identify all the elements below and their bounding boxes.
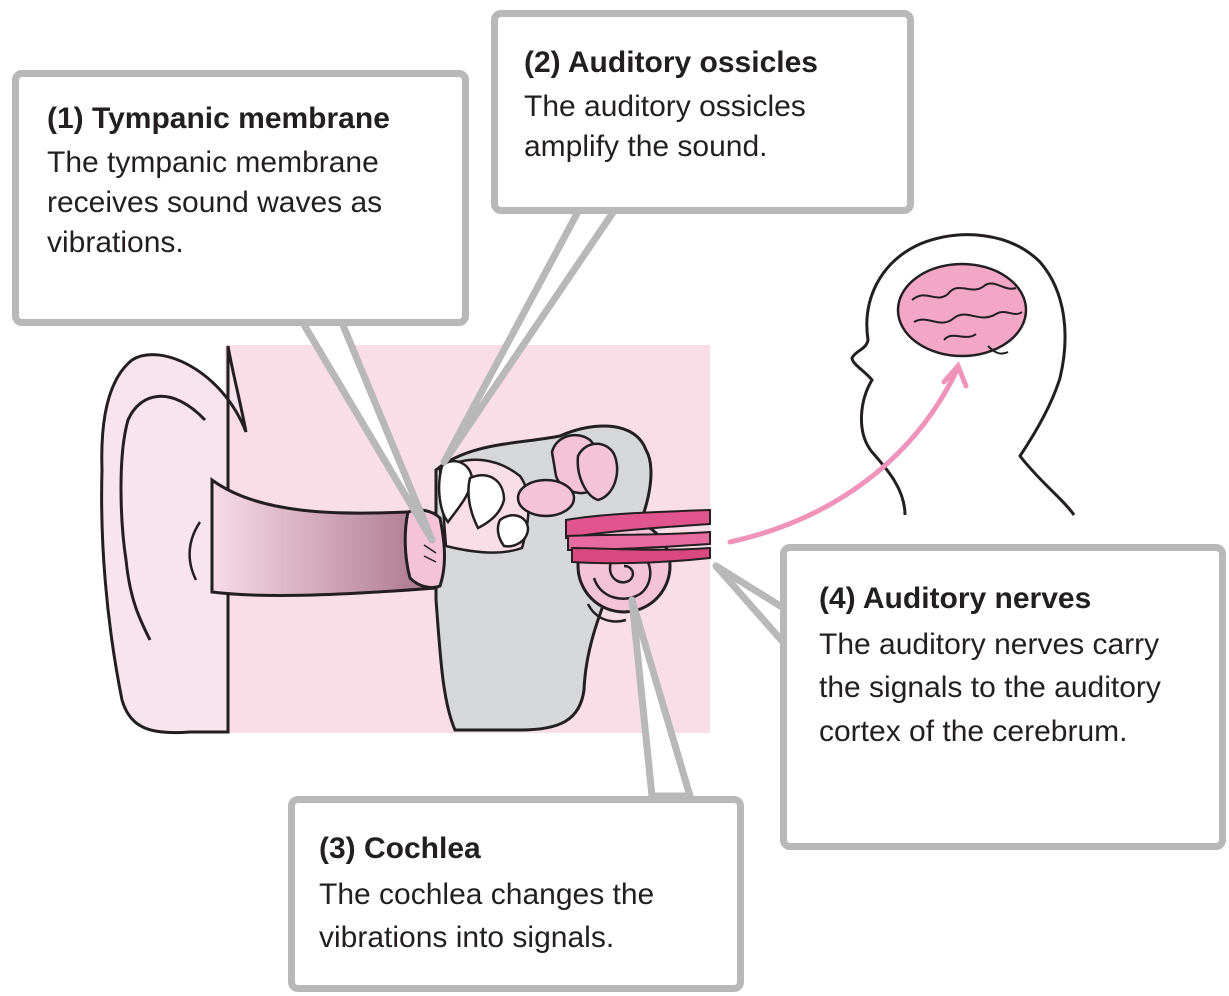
- callout-auditory-ossicles: (2) Auditory ossicles The auditory ossic…: [491, 10, 914, 214]
- callout-cochlea: (3) Cochlea The cochlea changes the vibr…: [288, 796, 744, 992]
- callout-title: (1) Tympanic membrane: [47, 99, 442, 139]
- callout-description: The auditory nerves carry the signals to…: [819, 623, 1199, 754]
- callout-auditory-nerves: (4) Auditory nerves The auditory nerves …: [780, 544, 1226, 850]
- callout-description: The auditory ossicles amplify the sound.: [524, 87, 887, 167]
- callout-title: (4) Auditory nerves: [819, 579, 1199, 619]
- callout-tympanic-membrane: (1) Tympanic membrane The tympanic membr…: [12, 70, 469, 326]
- callout-description: The cochlea changes the vibrations into …: [319, 873, 717, 960]
- brain-icon: [898, 264, 1026, 356]
- pointer-auditory-nerves: [716, 566, 790, 650]
- auditory-nerve-bundle: [566, 510, 710, 563]
- callout-title: (2) Auditory ossicles: [524, 43, 887, 83]
- callout-description: The tympanic membrane receives sound wav…: [47, 143, 442, 263]
- callout-title: (3) Cochlea: [319, 829, 717, 869]
